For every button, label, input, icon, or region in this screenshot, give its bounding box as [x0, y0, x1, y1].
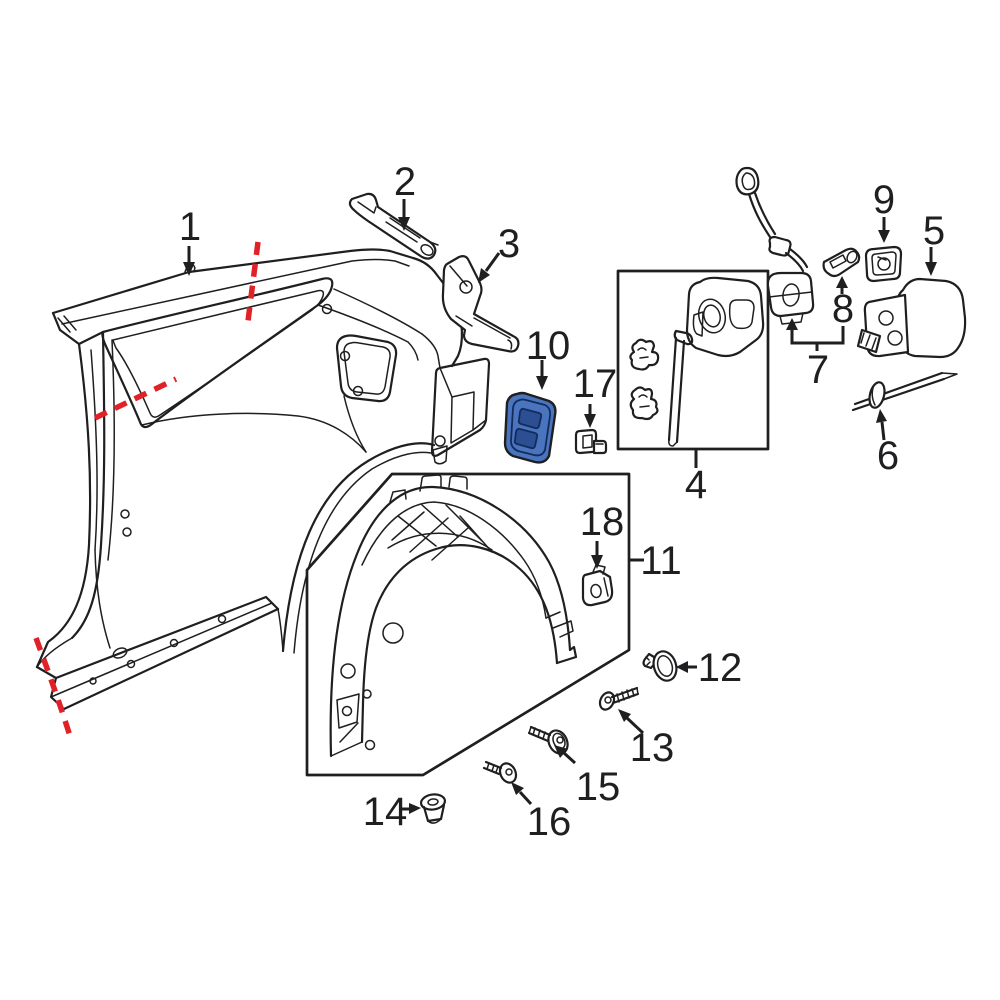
part-fuel-lid-opener[interactable] [735, 166, 815, 325]
part-fuel-filler-pocket-kit-box[interactable] [616, 269, 770, 451]
part-clip-17[interactable] [574, 428, 608, 455]
part-wheel-arch-liner-box[interactable] [305, 472, 631, 777]
callout-3-label[interactable]: 3 [498, 222, 520, 266]
callout-15-label[interactable]: 15 [576, 765, 621, 809]
part-liner-bracket-18[interactable] [581, 564, 614, 607]
callout-2-label[interactable]: 2 [394, 160, 416, 204]
callout-9-label[interactable]: 9 [873, 178, 895, 222]
part-quarter-panel-drawing[interactable] [35, 248, 491, 711]
part-screw-16[interactable] [482, 760, 519, 785]
callout-14-label[interactable]: 14 [363, 790, 408, 834]
part-lid-hinge-pin[interactable] [851, 371, 958, 412]
callout-1-label[interactable]: 1 [179, 205, 201, 249]
part-lid-cushion[interactable] [864, 245, 903, 283]
callout-18-label[interactable]: 18 [580, 500, 625, 544]
callout-17-label[interactable]: 17 [573, 362, 618, 406]
part-rivet-14[interactable] [419, 793, 447, 824]
callout-12-label[interactable]: 12 [698, 646, 743, 690]
callout-11-label[interactable]: 11 [640, 539, 682, 583]
red-dashed-section-lines [33, 241, 261, 737]
part-sail-bracket[interactable] [441, 255, 520, 353]
callout-4-label[interactable]: 4 [685, 463, 707, 507]
part-screw-13[interactable] [597, 686, 640, 712]
callout-5-label[interactable]: 5 [923, 209, 945, 253]
callout-leaders [183, 199, 937, 814]
callout-6-label[interactable]: 6 [877, 434, 899, 478]
part-lock-cylinder[interactable] [822, 247, 861, 278]
callout-13-label[interactable]: 13 [630, 726, 675, 770]
callout-10-label[interactable]: 10 [526, 324, 571, 368]
callout-16-label[interactable]: 16 [527, 800, 572, 844]
callout-labels: 1 2 3 4 5 6 7 8 9 10 11 12 13 14 15 16 1… [179, 160, 945, 844]
part-drain-seal-highlighted[interactable] [503, 391, 557, 464]
callout-7-label[interactable]: 7 [807, 348, 829, 392]
part-fuel-door[interactable] [856, 277, 967, 359]
part-push-clip-12[interactable] [642, 648, 681, 683]
callout-8-label[interactable]: 8 [832, 287, 854, 331]
